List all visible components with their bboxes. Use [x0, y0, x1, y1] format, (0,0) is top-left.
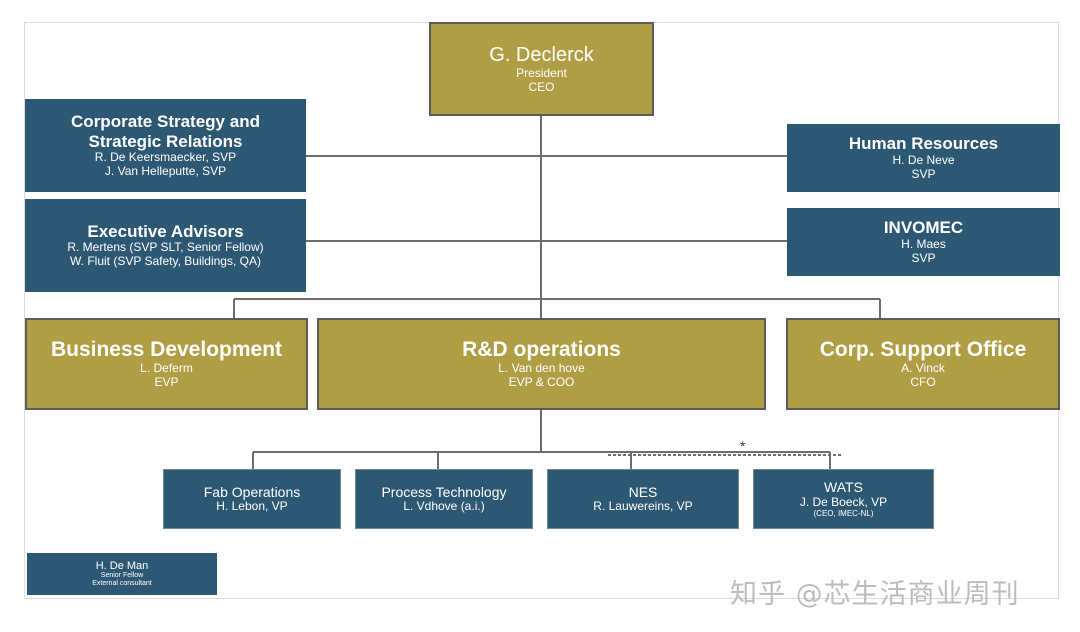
rd-operations-role: EVP & COO [508, 375, 575, 390]
process-technology-box: Process Technology L. Vdhove (a.i.) [355, 469, 533, 529]
invomec-box: INVOMEC H. Maes SVP [787, 208, 1060, 276]
wats-note: (CEO, IMEC-NL) [813, 509, 874, 519]
business-development-box: Business Development L. Deferm EVP [25, 318, 308, 410]
fab-operations-title: Fab Operations [203, 484, 301, 501]
human-resources-role: SVP [911, 166, 936, 181]
de-man-box: H. De Man Senior Fellow External consult… [27, 553, 217, 595]
invomec-person: H. Maes [901, 236, 946, 251]
nes-title: NES [628, 484, 658, 501]
human-resources-title: Human Resources [848, 134, 999, 154]
footnote-asterisk: * [740, 438, 746, 454]
corp-support-title: Corp. Support Office [819, 338, 1027, 362]
watermark-text: 知乎 @芯生活商业周刊 [730, 579, 1020, 610]
executive-advisors-box: Executive Advisors R. Mertens (SVP SLT, … [25, 199, 306, 292]
business-development-role: EVP [154, 375, 179, 390]
business-development-person: L. Deferm [140, 361, 193, 376]
executive-advisors-person-2: W. Fluit (SVP Safety, Buildings, QA) [70, 254, 261, 269]
invomec-title: INVOMEC [883, 218, 964, 238]
de-man-note: External consultant [92, 580, 152, 588]
corporate-strategy-title-2: Strategic Relations [88, 131, 243, 151]
process-technology-person: L. Vdhove (a.i.) [403, 499, 485, 514]
business-development-title: Business Development [50, 338, 283, 362]
ceo-name: G. Declerck [489, 43, 594, 66]
nes-box: NES R. Lauwereins, VP [547, 469, 739, 529]
corp-support-box: Corp. Support Office A. Vinck CFO [786, 318, 1060, 410]
human-resources-person: H. De Neve [892, 152, 955, 167]
rd-operations-person: L. Van den hove [498, 361, 585, 376]
rd-operations-title: R&D operations [462, 338, 621, 362]
invomec-role: SVP [911, 250, 936, 265]
corporate-strategy-person-2: J. Van Helleputte, SVP [104, 164, 227, 179]
executive-advisors-person-1: R. Mertens (SVP SLT, Senior Fellow) [67, 240, 264, 255]
corporate-strategy-box: Corporate Strategy and Strategic Relatio… [25, 99, 306, 192]
ceo-role-ceo: CEO [528, 79, 555, 94]
wats-person: J. De Boeck, VP [799, 494, 888, 509]
rd-operations-box: R&D operations L. Van den hove EVP & COO [317, 318, 766, 410]
wats-box: WATS J. De Boeck, VP (CEO, IMEC-NL) [753, 469, 934, 529]
corp-support-person: A. Vinck [901, 361, 945, 376]
fab-operations-box: Fab Operations H. Lebon, VP [163, 469, 341, 529]
ceo-box: G. Declerck President CEO [429, 22, 654, 116]
de-man-role: Senior Fellow [100, 572, 144, 580]
process-technology-title: Process Technology [381, 484, 507, 501]
executive-advisors-title: Executive Advisors [87, 221, 244, 241]
fab-operations-person: H. Lebon, VP [216, 499, 288, 514]
de-man-name: H. De Man [95, 559, 149, 572]
corporate-strategy-title-1: Corporate Strategy and [71, 112, 260, 132]
corp-support-role: CFO [910, 375, 936, 390]
wats-title: WATS [824, 479, 863, 496]
human-resources-box: Human Resources H. De Neve SVP [787, 124, 1060, 192]
ceo-role-president: President [516, 65, 567, 80]
nes-person: R. Lauwereins, VP [593, 499, 693, 514]
corporate-strategy-person-1: R. De Keersmaecker, SVP [94, 150, 237, 165]
